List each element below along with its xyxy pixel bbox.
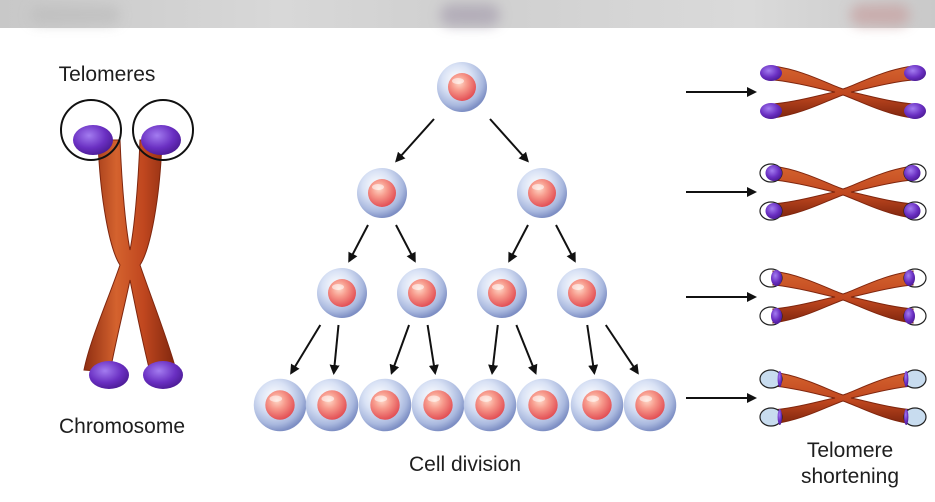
cell-division-label: Cell division (408, 453, 522, 476)
telomere-cap (89, 361, 129, 389)
telomere-outline (759, 369, 783, 389)
telomere-highlight-circle (60, 99, 122, 161)
telomere-cap (777, 409, 782, 425)
telomere-cap (141, 125, 181, 155)
banner-blur (30, 6, 120, 24)
division-arrow (426, 324, 439, 375)
division-arrow (395, 118, 435, 163)
telomere-cap (904, 409, 909, 425)
division-arrow (508, 224, 529, 263)
cell (623, 378, 677, 432)
telomere-cap (760, 65, 782, 81)
telomere-cap (777, 371, 782, 387)
cell (437, 62, 487, 112)
telomere-cap (143, 361, 183, 389)
telomere-cap (904, 308, 915, 324)
shortened-chromosome (760, 65, 926, 119)
telomere-cap (765, 165, 782, 181)
telomere-cap (904, 103, 926, 119)
top-banner (0, 0, 935, 28)
cell (517, 168, 567, 218)
division-arrow (488, 324, 499, 375)
division-arrow (389, 324, 410, 375)
telomere-cap (73, 125, 113, 155)
telomere-cap (771, 270, 782, 286)
telomere-outline (759, 407, 783, 427)
division-arrow (604, 324, 639, 375)
cell (411, 378, 465, 432)
division-arrow (395, 224, 416, 263)
cell (358, 378, 412, 432)
division-arrow (290, 324, 322, 375)
telomere-cap (904, 165, 921, 181)
cell (357, 168, 407, 218)
shortened-chromosome (759, 268, 927, 326)
cell (317, 268, 367, 318)
telomere-outline (903, 407, 927, 427)
telomere-highlight-circle (132, 99, 194, 161)
banner-blur (440, 4, 500, 26)
telomere-shortening-line1: Telomere (806, 439, 894, 462)
shortened-chromosome (759, 163, 927, 221)
division-arrow (489, 118, 529, 163)
cell-division-tree (253, 62, 677, 432)
telomeres-label: Telomeres (58, 63, 156, 86)
telomere-shortening-label: Telomere shortening (770, 438, 930, 490)
telomere-shortening-line2: shortening (800, 465, 900, 488)
division-arrow (515, 324, 538, 375)
telomere-cap (904, 203, 921, 219)
cell (305, 378, 359, 432)
cell (397, 268, 447, 318)
chromosome-label: Chromosome (58, 415, 186, 438)
cell (516, 378, 570, 432)
division-arrow (329, 324, 340, 375)
cell (557, 268, 607, 318)
division-arrows (290, 118, 639, 375)
telomere-cap (771, 308, 782, 324)
division-arrow (586, 324, 599, 375)
division-arrow (348, 224, 369, 263)
telomere-cap (904, 270, 915, 286)
telomere-cap (760, 103, 782, 119)
chromosome-illustration (60, 99, 194, 389)
shortened-chromosome (759, 369, 927, 427)
cell (570, 378, 624, 432)
cell (253, 378, 307, 432)
telomere-cap (904, 371, 909, 387)
telomere-outline (903, 369, 927, 389)
cell (477, 268, 527, 318)
division-arrow (555, 224, 576, 263)
telomere-shortening-series (686, 65, 927, 427)
banner-blur (850, 4, 910, 26)
cell (463, 378, 517, 432)
telomere-cap (904, 65, 926, 81)
telomere-cap (765, 203, 782, 219)
